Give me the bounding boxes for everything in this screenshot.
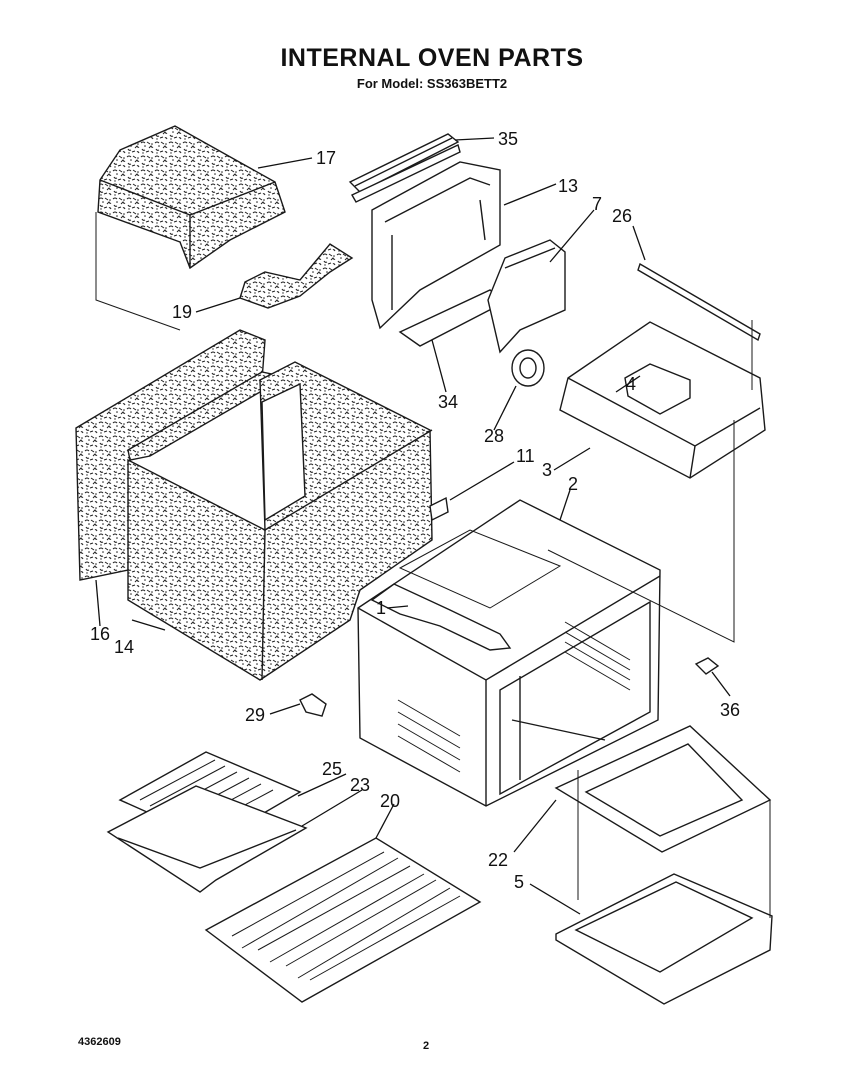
part-28-fan-ring <box>511 349 545 387</box>
callout-4: 4 <box>626 374 636 394</box>
callout-16: 16 <box>90 624 110 644</box>
part-19-insulation-pad <box>239 243 354 309</box>
part-5-bottom-tray <box>555 873 773 1005</box>
part-29-clip <box>299 693 327 717</box>
part-20-oven-rack <box>204 837 482 1003</box>
callout-25: 25 <box>322 759 342 779</box>
alignment-lines <box>95 212 771 918</box>
part-11-clip <box>429 496 449 522</box>
callout-29: 29 <box>245 705 265 725</box>
part-1-element <box>370 583 512 651</box>
part-35-vent-trim <box>348 133 461 203</box>
page-number: 2 <box>423 1040 430 1052</box>
callout-20: 20 <box>380 791 400 811</box>
callout-11: 11 <box>516 446 535 466</box>
part-2-oven-cavity <box>357 499 661 807</box>
part-7-baffle <box>487 239 566 354</box>
part-14-wrap-insulation <box>127 361 433 681</box>
model-subtitle: For Model: SS363BETT2 <box>356 76 508 91</box>
callout-28: 28 <box>484 426 504 446</box>
callout-34: 34 <box>438 392 458 412</box>
part-3-blower-housing <box>559 321 766 479</box>
callout-14: 14 <box>114 637 134 657</box>
callout-13: 13 <box>558 176 578 196</box>
callout-7: 7 <box>592 194 602 214</box>
callout-23: 23 <box>350 775 370 795</box>
part-13-vent-duct <box>371 161 501 330</box>
diagram-title: INTERNAL OVEN PARTS <box>280 44 584 72</box>
callout-17: 17 <box>316 148 336 168</box>
part-17-top-insulation <box>97 125 286 270</box>
callout-26: 26 <box>612 206 632 226</box>
part-23-broiler-pan <box>106 785 308 893</box>
callout-labels: 35 17 13 7 26 19 34 28 4 3 11 2 1 16 14 … <box>90 129 740 892</box>
callout-1: 1 <box>376 598 386 618</box>
callout-3: 3 <box>542 460 552 480</box>
callout-5: 5 <box>514 872 524 892</box>
part-36-clip <box>694 657 720 675</box>
callout-2: 2 <box>568 474 578 494</box>
callout-36: 36 <box>720 700 740 720</box>
document-number: 4362609 <box>78 1036 121 1048</box>
callout-35: 35 <box>498 129 518 149</box>
callout-19: 19 <box>172 302 192 322</box>
callout-22: 22 <box>488 850 508 870</box>
leader-lines <box>95 137 731 915</box>
part-26-seal-strip <box>637 262 761 342</box>
